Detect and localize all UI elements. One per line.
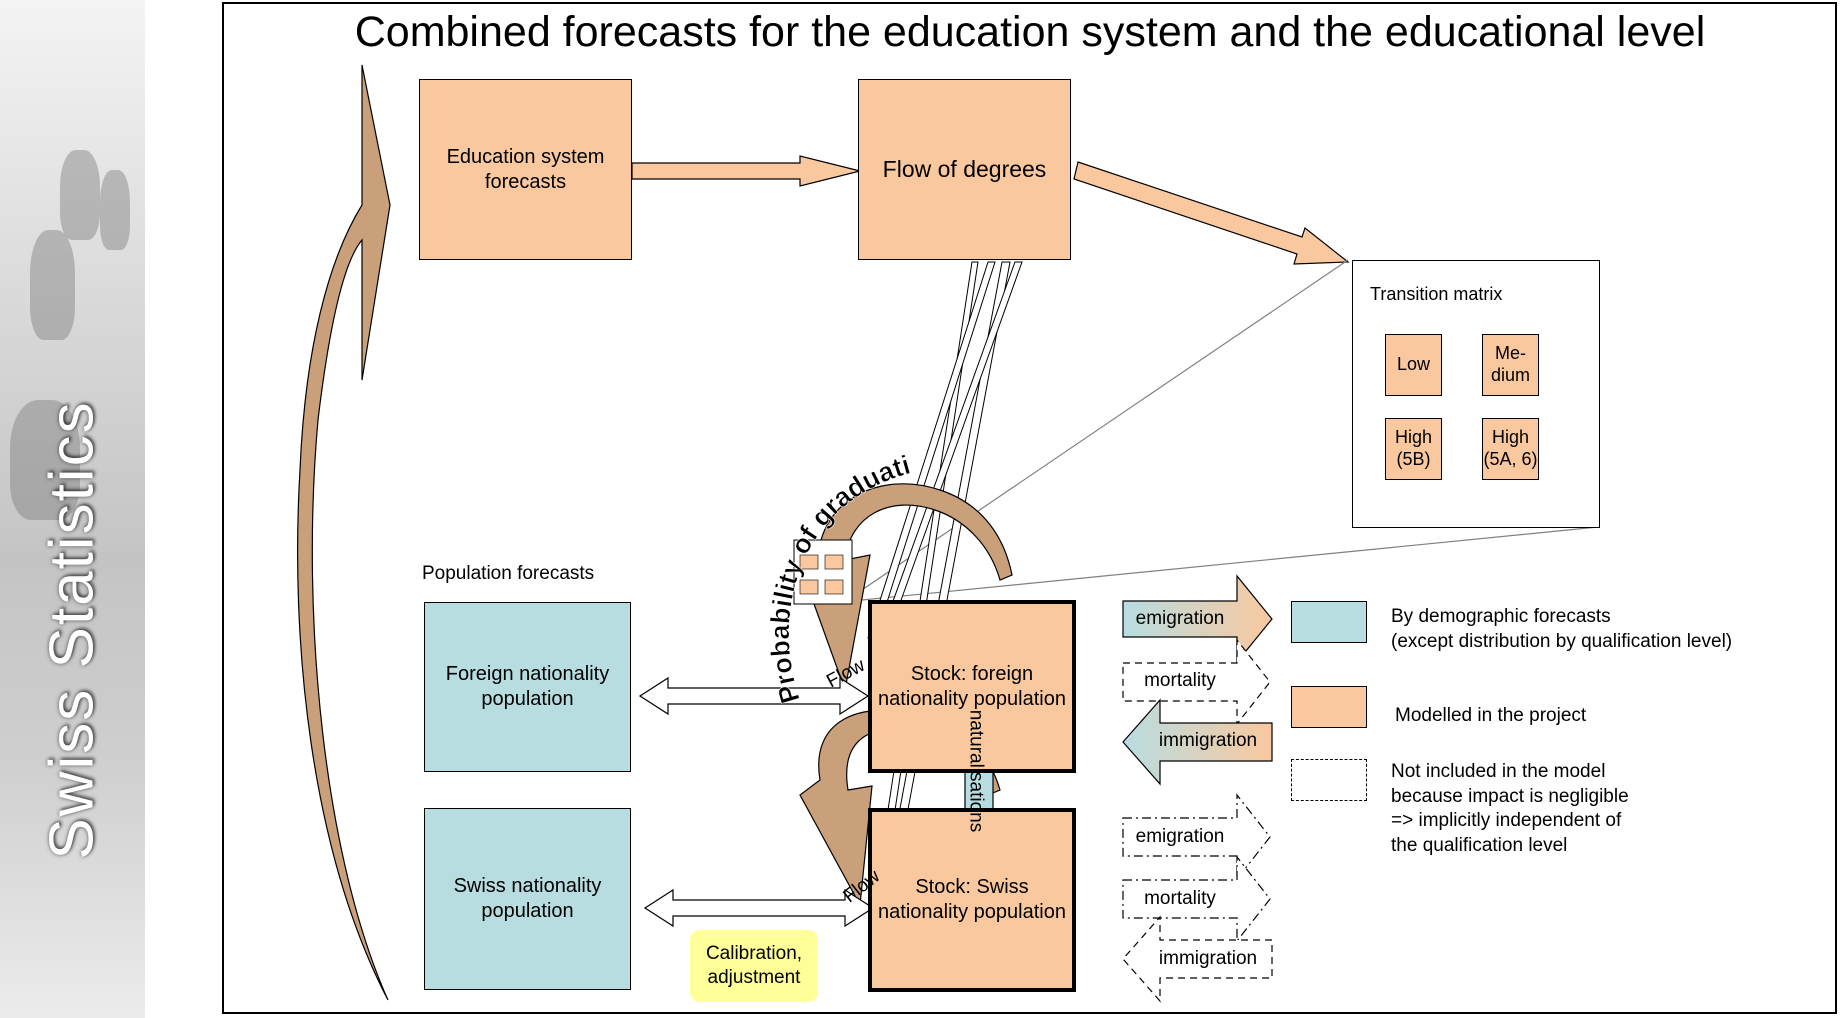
mortality-dashed-arrow-shape [1122, 855, 1271, 943]
legend-dashed-text: Not included in the model because impact… [1391, 761, 1629, 857]
emigration-arrow-shape [1122, 574, 1273, 664]
legend-swatch-dashed [1291, 759, 1367, 801]
legend-swatch-peach [1291, 686, 1367, 728]
immigration-dashed-arrow-shape [1122, 915, 1273, 1003]
immigration-arrow-shape [1122, 698, 1273, 786]
swiss-nationality-population-box: Swiss nationality population [424, 808, 631, 990]
swiss-exchange-arrow [643, 888, 875, 928]
page-title: Combined forecasts for the education sys… [354, 8, 1706, 56]
naturalisations-label: naturalisations [965, 709, 987, 833]
brand-sidebar: Swiss Statistics [0, 0, 145, 1018]
feedback-loop-arrow [297, 64, 391, 1001]
mortality-dashed-label: mortality [1144, 888, 1216, 909]
legend-peach-text: Modelled in the project [1395, 705, 1587, 726]
mortality-arrow-shape [1122, 638, 1271, 726]
calibration-adjustment-note: Calibration, adjustment [690, 930, 818, 1002]
legend-teal-text: By demographic forecasts (except distrib… [1391, 606, 1733, 652]
mortality-label: mortality [1144, 670, 1216, 691]
education-system-forecasts-box: Education system forecasts [419, 79, 632, 260]
matrix-callout-line-2 [861, 526, 1599, 601]
immigration-label: immigration [1158, 730, 1258, 751]
transition-matrix-title: Transition matrix [1370, 284, 1503, 304]
matrix-medium: Me-dium [1482, 334, 1539, 396]
flow-to-matrix-arrow [1073, 161, 1350, 265]
flow-down-arrow-3 [867, 261, 996, 641]
immigration-dashed-label: immigration [1158, 948, 1258, 969]
emigration-dashed-label: emigration [1135, 826, 1225, 847]
emigration-dashed-arrow-shape [1122, 793, 1271, 881]
foreign-nationality-population-box: Foreign nationality population [424, 602, 631, 772]
matrix-high-5b: High (5B) [1385, 418, 1442, 480]
population-forecasts-label: Population forecasts [422, 563, 595, 584]
matrix-callout-line-1 [849, 259, 1349, 599]
flow-of-degrees-box: Flow of degrees [858, 79, 1071, 260]
emigration-label: emigration [1135, 608, 1225, 629]
matrix-low: Low [1385, 334, 1442, 396]
legend-swatch-teal [1291, 601, 1367, 643]
probability-curve-arrow-1 [799, 483, 1013, 693]
edu-to-flow-arrow [631, 155, 861, 187]
stock-swiss-nationality-box: Stock: Swiss nationality population [868, 808, 1076, 992]
stock-foreign-nationality-box: Stock: foreign nationality population [868, 600, 1076, 773]
slide-frame [222, 2, 1837, 1014]
matrix-high-5a-6: High (5A, 6) [1482, 418, 1539, 480]
